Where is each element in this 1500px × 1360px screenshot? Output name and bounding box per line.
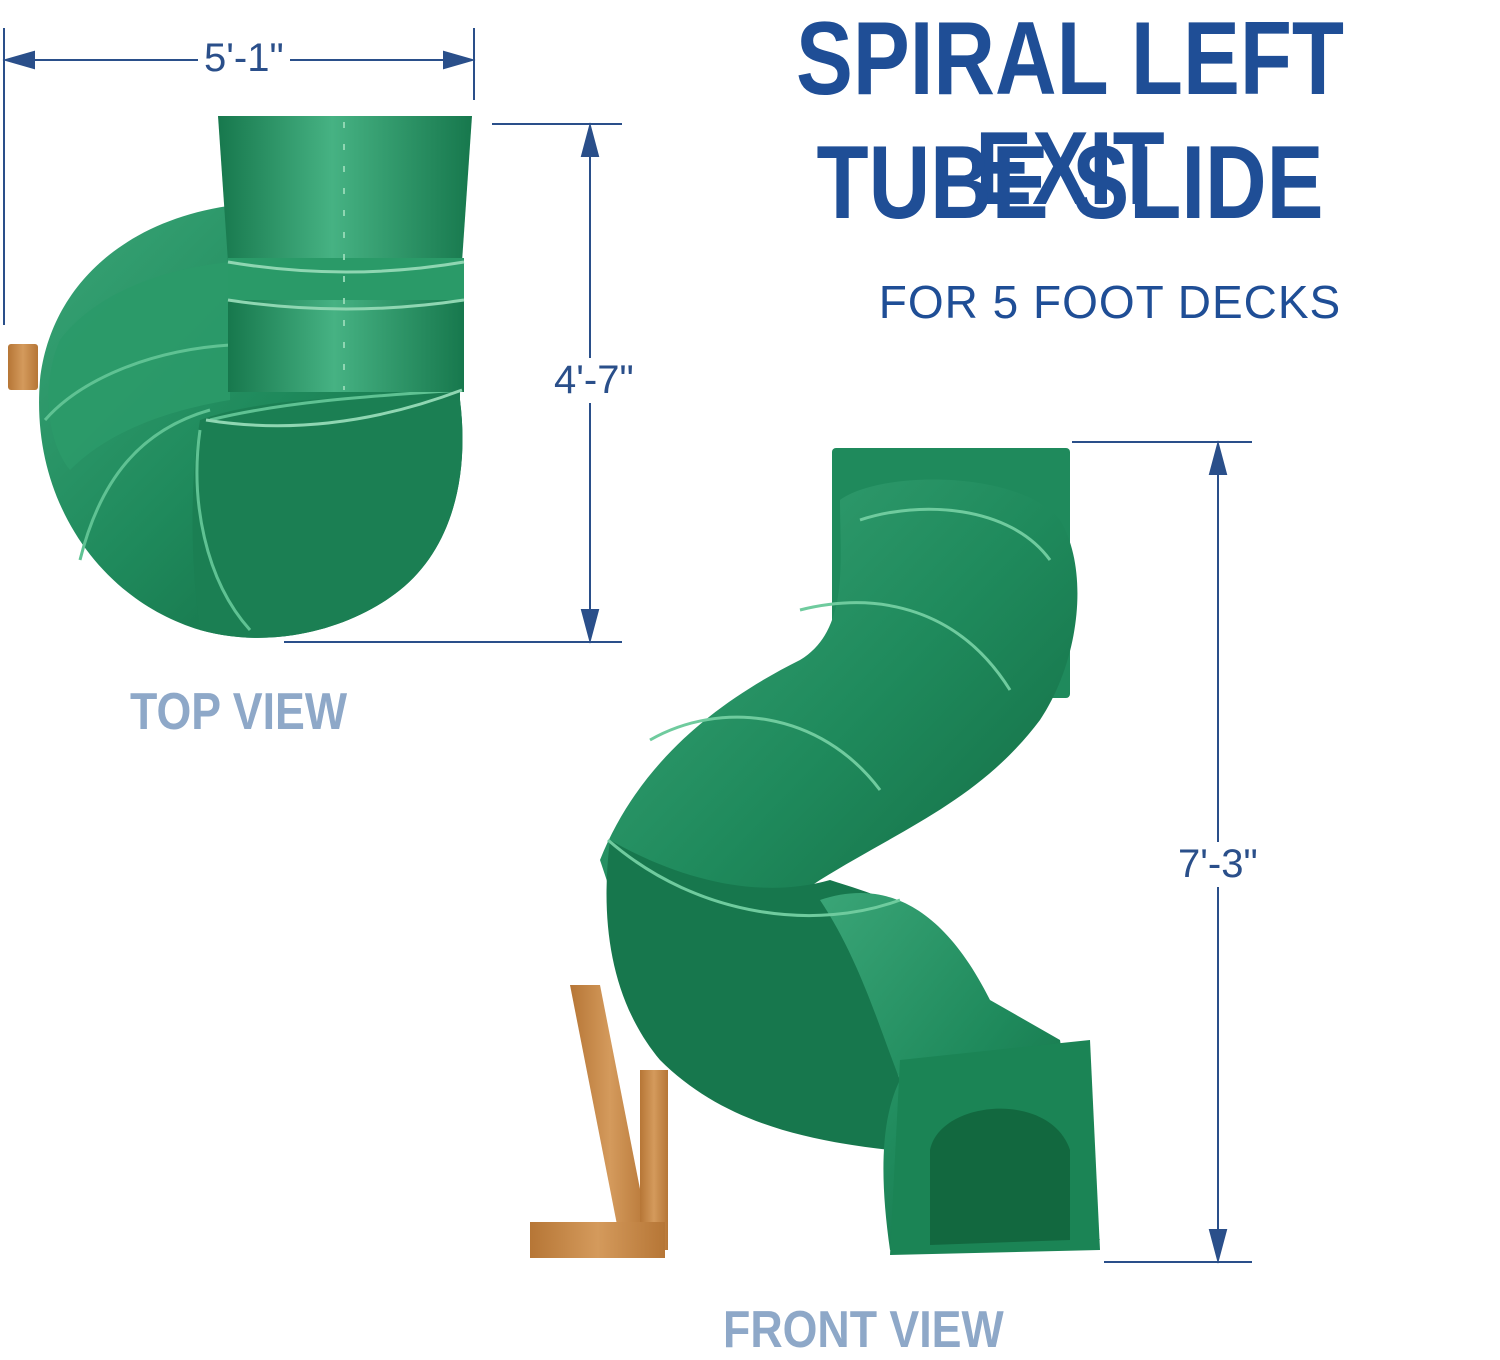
top-view-height-label: 4'-7"	[548, 358, 640, 403]
title-line-2: TUBE SLIDE	[816, 125, 1324, 241]
title-line-1: SPIRAL LEFT EXIT	[795, 1, 1345, 227]
top-view-height-dimension	[284, 122, 622, 644]
top-view-width-label: 5'-1"	[198, 36, 290, 81]
subtitle: FOR 5 FOOT DECKS	[878, 276, 1342, 328]
top-view-label: TOP VIEW	[130, 683, 348, 741]
front-view-slide-illustration	[530, 448, 1100, 1258]
front-view-label: FRONT VIEW	[723, 1301, 1004, 1359]
top-view-slide-illustration	[8, 116, 472, 638]
front-view-height-label: 7'-3"	[1172, 842, 1264, 887]
